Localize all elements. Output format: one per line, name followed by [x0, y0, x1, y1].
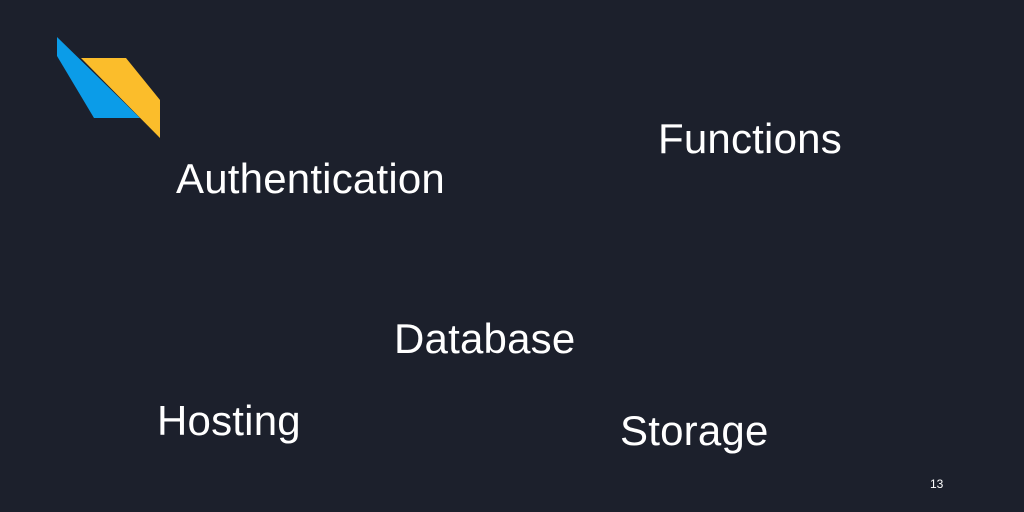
logo-blue-stripe: [57, 37, 140, 118]
word-functions: Functions: [658, 115, 842, 162]
logo-yellow-stripe: [81, 58, 160, 138]
stripes-logo-icon: [57, 37, 160, 138]
word-authentication: Authentication: [176, 155, 445, 202]
word-storage: Storage: [620, 407, 769, 454]
word-database: Database: [394, 315, 576, 362]
page-number: 13: [930, 477, 944, 491]
word-hosting: Hosting: [157, 397, 301, 444]
